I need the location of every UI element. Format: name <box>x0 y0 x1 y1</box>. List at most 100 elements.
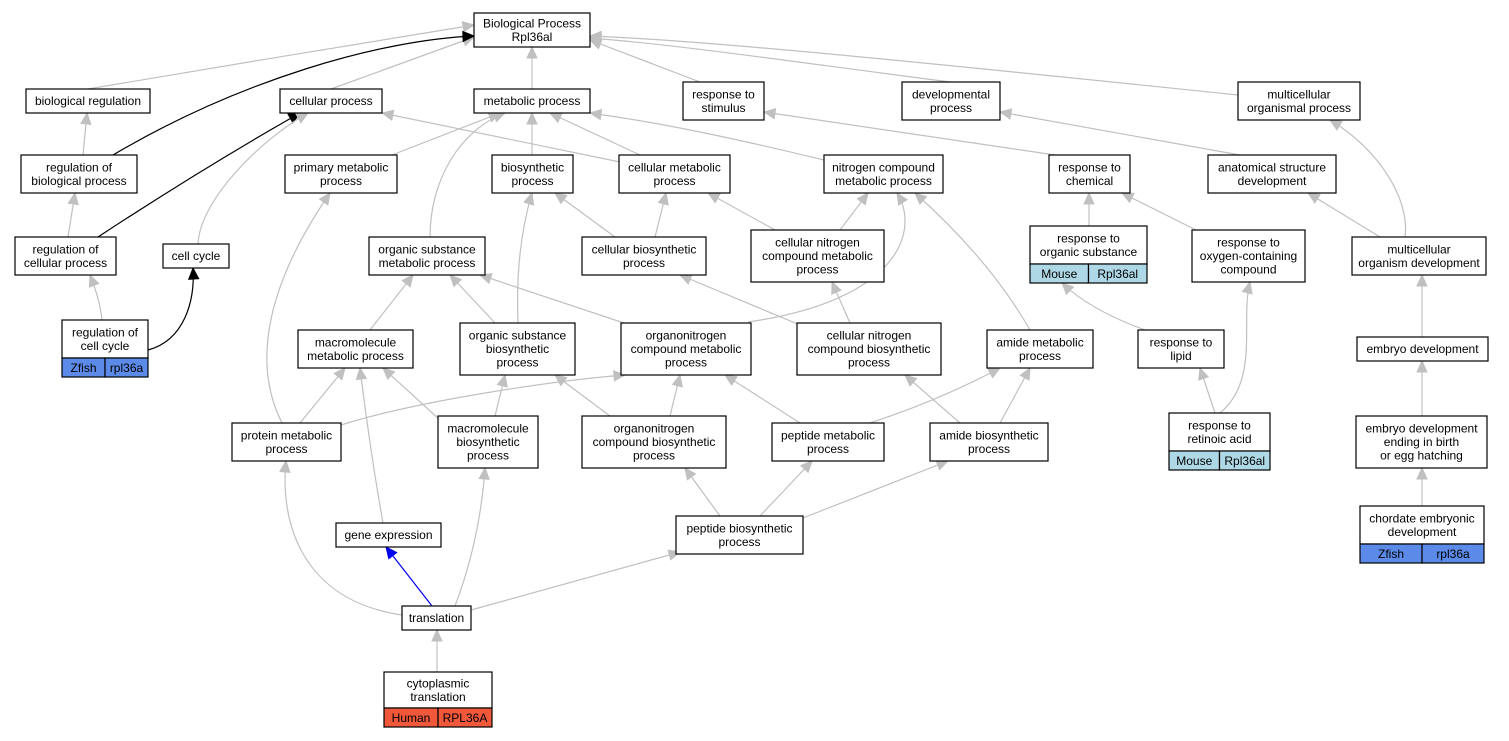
gene-label: rpl36a <box>110 361 144 375</box>
edge-cell_nitro_met-to-cell_met <box>706 192 776 231</box>
go-term-embryo-dev[interactable]: embryo development <box>1356 336 1489 362</box>
term-label: metabolic process <box>484 94 581 108</box>
term-label: macromolecule <box>447 422 529 436</box>
edge-amide_biosyn-to-amide_met <box>999 366 1031 424</box>
term-box <box>383 671 493 709</box>
arrowhead <box>462 30 476 43</box>
go-term-translation[interactable]: translation <box>401 605 472 631</box>
edge-cyto_trans-to-translation <box>431 628 443 672</box>
term-label: cell cycle <box>172 249 221 263</box>
arrowhead <box>856 192 869 206</box>
arrowhead <box>678 274 693 285</box>
term-label: metabolic process <box>835 174 932 188</box>
term-label: process <box>796 263 838 277</box>
term-box <box>1359 505 1485 545</box>
arrowhead <box>1019 366 1031 381</box>
term-label: nitrogen compound <box>832 160 935 174</box>
gene-label: RPL36A <box>443 711 488 725</box>
arrowhead <box>588 108 603 121</box>
go-term-gene-expr[interactable]: gene expression <box>335 522 442 548</box>
gene-cell <box>1087 263 1148 284</box>
term-label: compound <box>1220 263 1276 277</box>
term-label: cellular nitrogen <box>827 329 912 343</box>
term-box <box>1168 412 1271 452</box>
edge-orgn_met-to-org_sub_met <box>478 273 631 326</box>
term-label: process <box>968 442 1010 456</box>
edge-devproc-to-bp <box>588 33 951 83</box>
go-term-cellproc[interactable]: cellular process <box>279 88 383 114</box>
go-term-metab[interactable]: metabolic process <box>473 88 591 114</box>
term-label: organic substance <box>469 329 567 343</box>
edge-cell_biosyn-to-cell_met <box>654 191 669 238</box>
edge-macro_biosyn-to-macro_met <box>382 367 441 421</box>
arrowhead <box>318 192 331 206</box>
gene-label: Rpl36al <box>1097 267 1138 281</box>
term-label: multicellular <box>1387 242 1450 256</box>
arrowhead <box>831 280 842 295</box>
edge-pep_met-to-amide_met <box>869 367 1002 424</box>
term-label: gene expression <box>344 528 432 542</box>
arrowhead <box>548 112 563 124</box>
term-label: macromolecule <box>315 335 397 349</box>
term-label: chordate embryonic <box>1369 511 1474 525</box>
arrowhead <box>380 109 395 121</box>
arrowhead <box>1416 359 1428 373</box>
term-box <box>279 88 383 114</box>
term-label: process <box>633 449 675 463</box>
edge-metab-to-bp <box>526 45 538 89</box>
go-term-cell-cycle[interactable]: cell cycle <box>162 243 230 269</box>
term-label: process <box>665 356 707 370</box>
arrowhead <box>657 191 669 206</box>
edge-cell_nitro_met-to-nitro_met <box>839 192 869 231</box>
term-label: cytoplasmic <box>407 676 470 690</box>
term-label: compound biosynthetic <box>808 342 931 356</box>
term-box <box>1048 154 1131 194</box>
term-label: biological process <box>31 174 126 188</box>
term-label: process <box>718 535 760 549</box>
arrowhead <box>671 373 683 388</box>
edge-cell_biosyn-to-biosyn <box>554 192 616 238</box>
term-label: biosynthetic <box>501 160 564 174</box>
term-label: regulation of <box>72 325 139 339</box>
term-box <box>491 154 574 194</box>
go-term-bioreg[interactable]: biological regulation <box>25 88 151 114</box>
term-box <box>823 154 944 194</box>
